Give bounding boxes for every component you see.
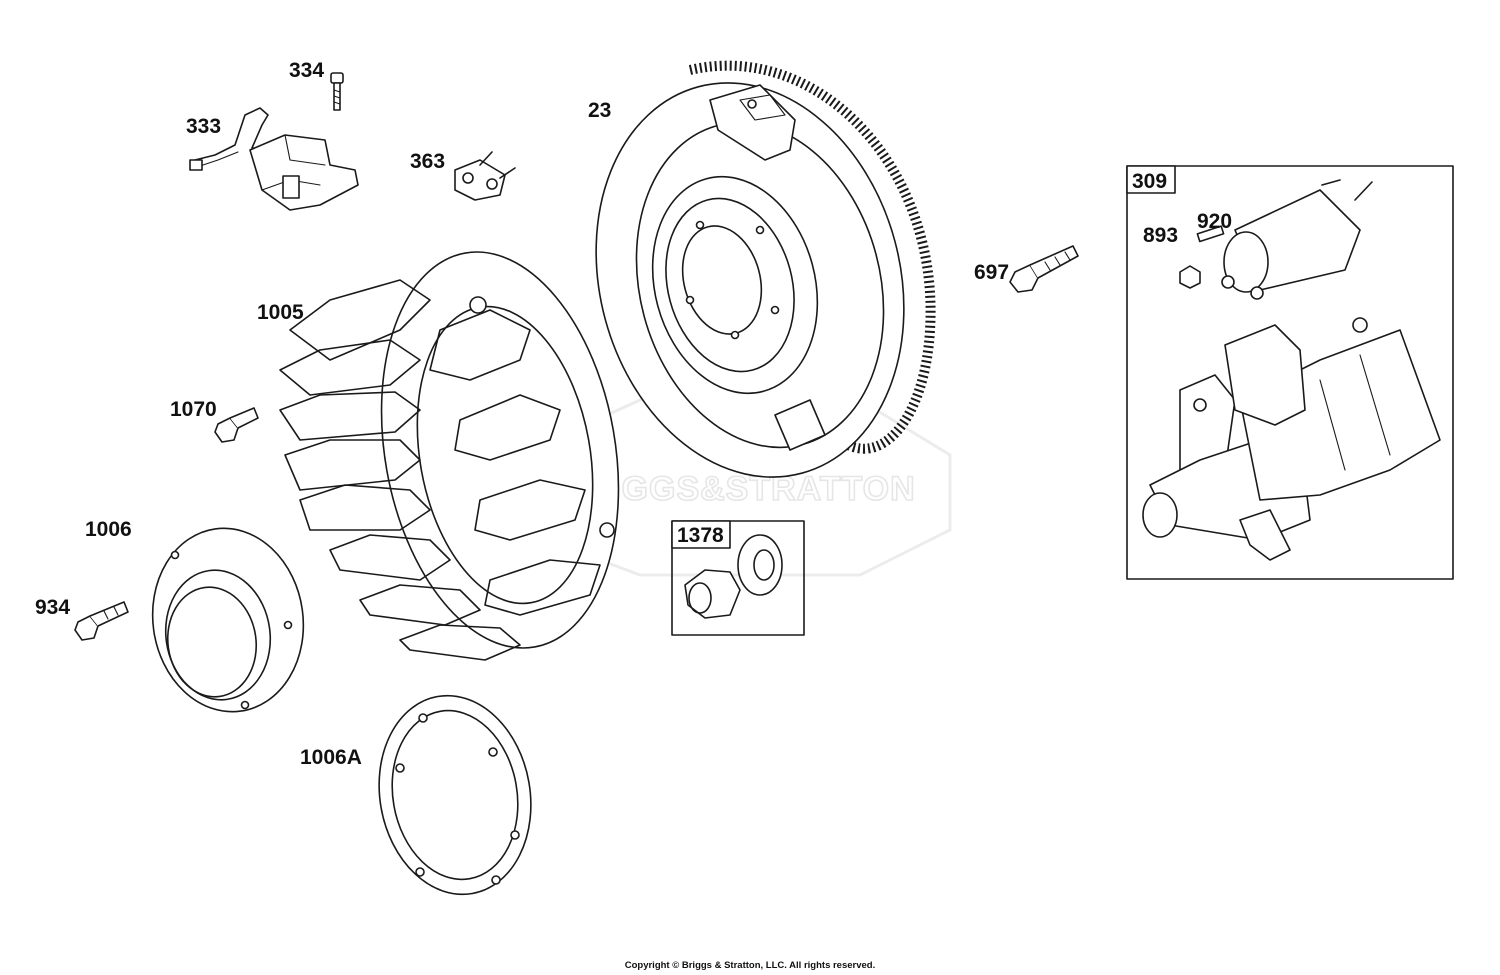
label-1006: 1006 (85, 518, 132, 541)
part-333-armature (189, 107, 359, 211)
box-1378: 1378 (671, 520, 805, 636)
part-1005-fan (279, 251, 620, 661)
part-1006a-gasket (378, 694, 532, 896)
copyright-notice: Copyright © Briggs & Stratton, LLC. All … (624, 960, 876, 971)
label-934: 934 (35, 596, 70, 619)
box-309-label: 309 (1132, 170, 1167, 193)
part-697-bolt (1009, 245, 1079, 293)
label-1006a: 1006A (300, 746, 362, 769)
label-697: 697 (974, 261, 1009, 284)
label-363: 363 (410, 150, 445, 173)
part-23-flywheel (595, 60, 936, 478)
box-1378-label: 1378 (677, 524, 724, 547)
label-920: 920 (1197, 210, 1232, 233)
part-920-solenoid (1196, 179, 1373, 300)
part-334-bolt (330, 72, 344, 111)
label-893: 893 (1143, 224, 1178, 247)
part-363-bracket (454, 151, 516, 201)
label-334: 334 (289, 59, 324, 82)
label-1005: 1005 (257, 301, 304, 324)
starter-motor (1142, 317, 1441, 561)
part-1006-cover (151, 527, 305, 713)
label-333: 333 (186, 115, 221, 138)
box-309: 309 (1126, 165, 1454, 580)
label-1070: 1070 (170, 398, 217, 421)
part-1070-bolt (214, 407, 259, 443)
part-934-bolt (74, 601, 129, 641)
label-23: 23 (588, 99, 611, 122)
part-893-nut (1179, 265, 1201, 289)
